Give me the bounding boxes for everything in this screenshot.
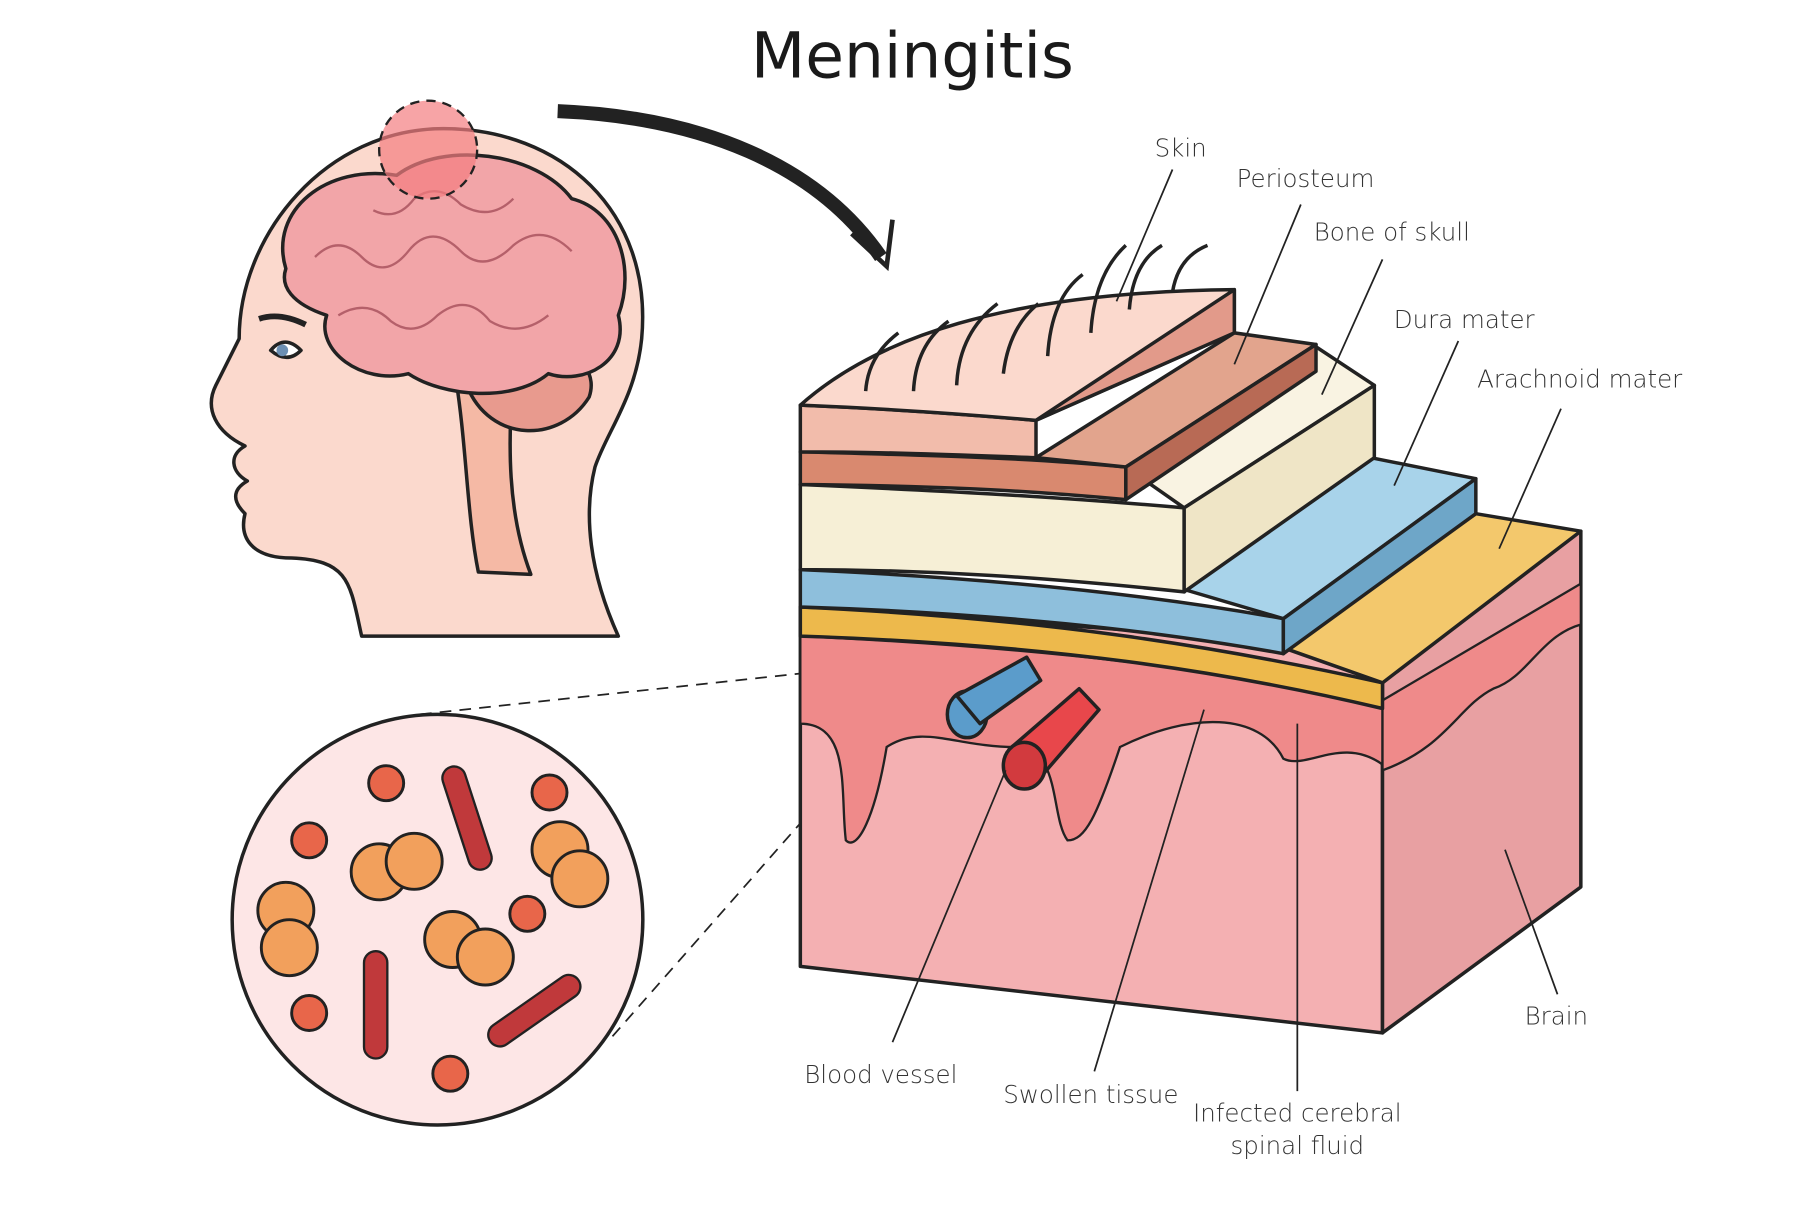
leader-lines xyxy=(891,169,1562,1092)
meninges-cross-section xyxy=(798,243,1583,1035)
blood-vessel-red xyxy=(1001,686,1101,791)
label-periosteum: Periosteum xyxy=(1237,164,1375,193)
label-arachnoid-mater: Arachnoid mater xyxy=(1477,365,1683,394)
diagram-title: Meningitis xyxy=(751,19,1074,92)
label-swollen-tissue: Swollen tissue xyxy=(1003,1080,1178,1109)
label-bone-of-skull: Bone of skull xyxy=(1314,218,1470,247)
bacteria-magnified-view xyxy=(230,650,931,1127)
label-infected-csf-line1: Infected cerebral xyxy=(1193,1099,1402,1128)
arrow-icon xyxy=(557,104,887,261)
blood-vessel-blue xyxy=(945,655,1043,740)
infection-highlight xyxy=(378,99,479,200)
label-skin: Skin xyxy=(1155,134,1207,163)
label-blood-vessel: Blood vessel xyxy=(804,1060,957,1089)
label-dura-mater: Dura mater xyxy=(1394,305,1536,334)
label-brain: Brain xyxy=(1525,1002,1588,1031)
head-illustration xyxy=(209,99,645,638)
label-infected-csf-line2: spinal fluid xyxy=(1231,1131,1365,1160)
